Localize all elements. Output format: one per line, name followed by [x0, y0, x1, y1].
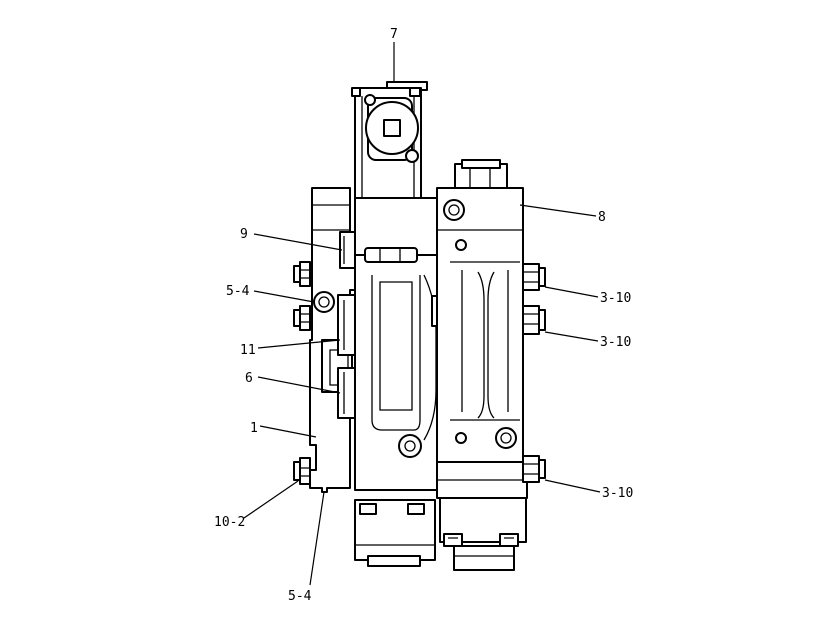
leader-lines: [243, 42, 601, 586]
right-bolt-middle: [522, 305, 546, 335]
left-plug-5-4: [313, 291, 335, 313]
leader-10-2: [243, 480, 299, 519]
plate-11: [337, 294, 356, 356]
label-3-10-b: 3-10: [600, 335, 631, 350]
label-11: 11: [240, 343, 256, 358]
center-valve-body: [340, 197, 441, 491]
leader-11: [257, 339, 341, 349]
label-5-4-a: 5-4: [226, 284, 250, 299]
label-5-4-b: 5-4: [288, 589, 312, 604]
left-bolt-bottom: [293, 457, 311, 485]
label-10-2: 10-2: [214, 515, 245, 530]
left-bolt-middle: [293, 305, 311, 331]
left-bolt-top: [293, 261, 311, 287]
label-8: 8: [598, 210, 606, 225]
leader-3-10-a: [544, 286, 599, 298]
leader-5-4-b: [309, 491, 325, 586]
leader-9: [253, 233, 343, 251]
top-solenoid-actuator: [351, 81, 428, 201]
leader-8: [519, 204, 597, 217]
plate-6: [337, 367, 356, 419]
right-bolt-top: [522, 263, 546, 291]
label-7: 7: [390, 27, 398, 42]
part-labels: 7 8 9 5-4 3-10 3-10 11 6 1 3-10 10-2 5-4: [214, 27, 633, 604]
center-bottom-block: [354, 499, 436, 567]
plate-9: [339, 231, 356, 269]
leader-1: [259, 425, 317, 438]
leader-6: [257, 376, 341, 394]
leader-3-10-b: [544, 331, 599, 342]
right-bottom-connector: [439, 497, 527, 571]
label-3-10-c: 3-10: [602, 486, 633, 501]
label-6: 6: [245, 371, 253, 386]
right-solenoid-valve: [436, 159, 528, 499]
label-9: 9: [240, 227, 248, 242]
leader-5-4-a: [253, 290, 315, 303]
leader-3-10-c: [544, 479, 601, 493]
label-1: 1: [250, 421, 258, 436]
label-3-10-a: 3-10: [600, 291, 631, 306]
right-bolt-bottom: [522, 455, 546, 483]
